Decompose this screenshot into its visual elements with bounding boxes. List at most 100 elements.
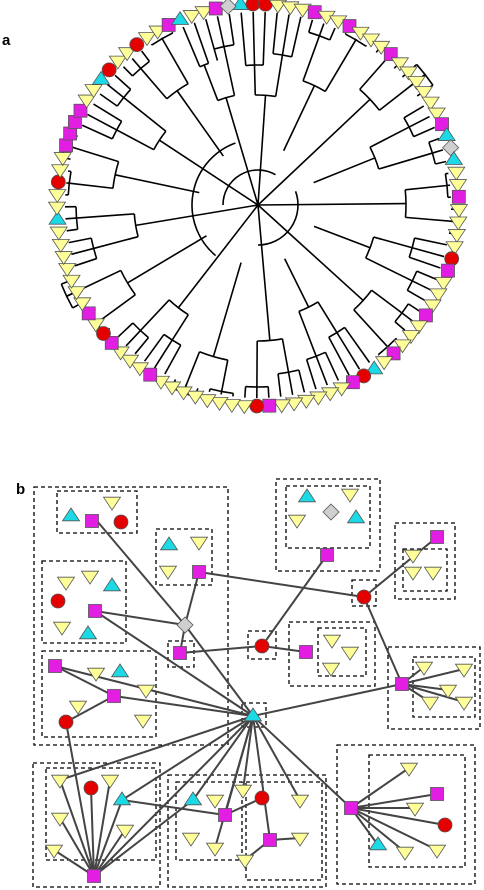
yellow-triangle-node [361, 33, 381, 48]
yellow-triangle-node [414, 661, 434, 676]
tree-branch [81, 124, 113, 140]
yellow-triangle-node [137, 32, 157, 47]
yellow-triangle-node [198, 394, 217, 409]
tree-branch [281, 14, 290, 56]
yellow-triangle-node [395, 846, 415, 861]
yellow-triangle-node [320, 387, 340, 402]
magenta-square-node [263, 833, 277, 847]
network-edge [113, 695, 254, 717]
tree-branch [182, 26, 201, 68]
network-edge [94, 610, 254, 717]
yellow-triangle-node [80, 570, 100, 585]
tree-branch [302, 35, 321, 82]
red-circle-node [356, 589, 372, 605]
network-edge [93, 829, 126, 877]
yellow-triangle-node [399, 66, 418, 81]
yellow-triangle-node [48, 189, 67, 204]
yellow-triangle-node [84, 84, 103, 99]
red-circle-node [254, 638, 270, 654]
tree-branch [407, 303, 420, 312]
tree-branch [283, 258, 310, 308]
yellow-triangle-node [268, 0, 288, 14]
network-edge [121, 799, 226, 816]
tree-branch [324, 39, 357, 92]
yellow-triangle-node [423, 299, 442, 314]
yellow-triangle-node [445, 241, 464, 256]
yellow-triangle-node [68, 700, 88, 715]
yellow-triangle-node [49, 226, 69, 241]
magenta-square-node [192, 565, 206, 579]
yellow-triangle-node [115, 824, 135, 839]
tree-branch [359, 88, 381, 111]
magenta-square-node [342, 19, 357, 33]
tree-branch [257, 98, 371, 206]
yellow-triangle-node [44, 844, 64, 859]
yellow-triangle-node [449, 216, 468, 231]
yellow-triangle-node [427, 107, 446, 122]
tree-branch [212, 262, 242, 357]
tree-branch [287, 372, 294, 396]
magenta-square-node [430, 530, 444, 544]
tree-branch [199, 351, 228, 361]
network-edge [350, 793, 438, 809]
tree-branch [68, 237, 92, 244]
tree-branch [225, 97, 259, 206]
cluster-boxes [32, 478, 481, 888]
tree-branch [111, 120, 123, 140]
tree-branch [274, 54, 284, 97]
tree-branch [416, 270, 437, 280]
cluster-box [175, 781, 243, 861]
tree-branch [93, 103, 123, 122]
yellow-triangle-node [322, 634, 342, 649]
network-edge [121, 715, 254, 801]
tree-branch [373, 236, 413, 249]
gray-diamond-node [442, 139, 460, 157]
tree-branch [369, 126, 410, 148]
cluster-box [245, 781, 323, 881]
yellow-triangle-node [56, 576, 76, 591]
tree-branch [106, 83, 125, 99]
yellow-triangle-node [111, 346, 130, 361]
tree-branch [308, 31, 331, 41]
cyan-triangle-node [243, 707, 263, 722]
yellow-triangle-node [73, 297, 92, 312]
gray-diamond-node [176, 616, 194, 634]
yellow-triangle-node [50, 164, 70, 179]
tree-branch [411, 280, 432, 291]
tree-branch [127, 235, 207, 284]
network-edge [252, 715, 352, 809]
yellow-triangle-node [62, 274, 81, 289]
tree-branch [257, 95, 267, 206]
cyan-triangle-node [159, 536, 179, 551]
network-edge [350, 807, 406, 853]
yellow-triangle-node [423, 566, 443, 581]
tree-branch [171, 314, 189, 341]
tree-branch [191, 142, 236, 257]
tree-branch [140, 67, 168, 100]
cyan-triangle-node [170, 11, 190, 25]
cluster-box [247, 630, 277, 660]
magenta-square-node [320, 548, 334, 562]
yellow-triangle-node [174, 386, 193, 401]
tree-branch [114, 174, 200, 194]
tree-branch [405, 184, 448, 191]
tree-branch [140, 50, 151, 62]
tree-branch [290, 16, 302, 57]
yellow-triangle-node [102, 496, 122, 511]
magenta-square-node [262, 398, 277, 413]
tree-branch [176, 90, 224, 157]
tree-branch [317, 301, 338, 333]
cyan-triangle-node [368, 836, 388, 851]
tree-branch [345, 33, 367, 47]
tree-branch [395, 337, 398, 340]
tree-branch [315, 355, 329, 386]
red-circle-node [245, 0, 261, 12]
cluster-box [336, 744, 476, 885]
yellow-triangle-node [189, 536, 209, 551]
tree-branch [131, 60, 150, 77]
tree-branch [329, 27, 336, 41]
network-edge [65, 721, 95, 877]
yellow-triangle-node [47, 201, 67, 216]
network-edge [96, 520, 186, 626]
